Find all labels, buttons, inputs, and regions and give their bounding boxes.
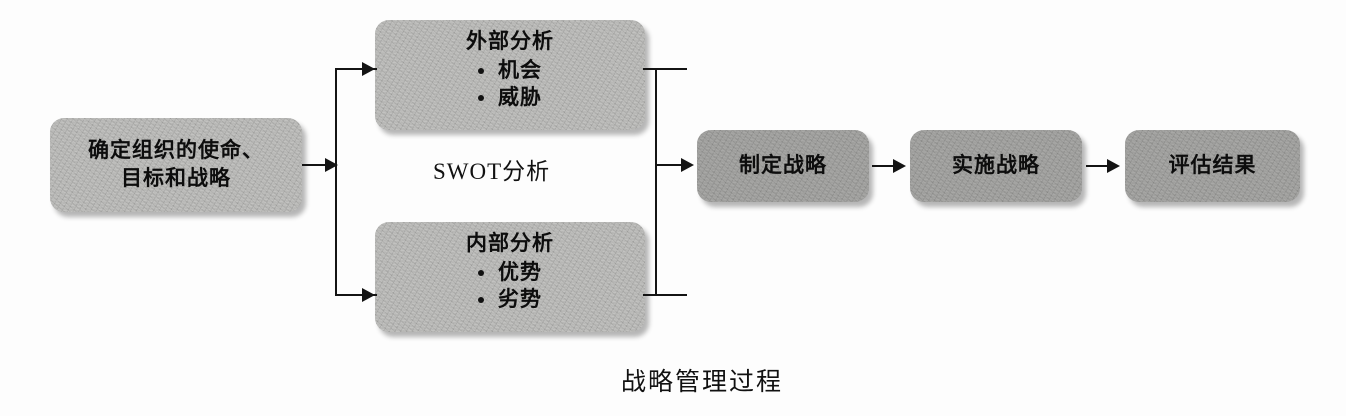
bullet-label: 威胁 bbox=[498, 85, 542, 109]
node-mission-line2: 目标和战略 bbox=[121, 167, 231, 190]
node-implement-strategy: 实施战略 bbox=[910, 130, 1082, 202]
connector-fork-to-internal bbox=[335, 294, 377, 296]
connector-internal-to-merge bbox=[643, 294, 687, 296]
node-internal-title: 内部分析 bbox=[466, 232, 554, 255]
bullet-dot-icon bbox=[478, 270, 484, 277]
node-implement-label: 实施战略 bbox=[952, 153, 1040, 177]
bullet-dot-icon bbox=[478, 94, 484, 101]
connector-external-to-merge bbox=[643, 68, 687, 70]
node-external-analysis: 外部分析 机会 威胁 bbox=[375, 20, 645, 130]
node-evaluate-label: 评估结果 bbox=[1168, 153, 1257, 177]
list-item: 机会 bbox=[478, 58, 542, 84]
bullet-label: 机会 bbox=[498, 59, 542, 83]
bullet-dot-icon bbox=[478, 296, 484, 303]
connector-formulate-to-implement bbox=[872, 165, 898, 167]
arrowhead-into-evaluate bbox=[1107, 159, 1120, 173]
connector-implement-to-evaluate bbox=[1086, 165, 1112, 167]
node-determine-mission: 确定组织的使命、 目标和战略 bbox=[50, 118, 302, 212]
node-formulate-strategy: 制定战略 bbox=[697, 130, 869, 202]
node-formulate-label: 制定战略 bbox=[739, 153, 827, 177]
swot-group-label: SWOT分析 bbox=[433, 159, 551, 184]
list-item: 优势 bbox=[478, 260, 542, 286]
connector-mission-to-fork bbox=[302, 164, 336, 166]
node-internal-bullets: 优势 劣势 bbox=[478, 260, 542, 313]
node-external-title: 外部分析 bbox=[466, 30, 554, 53]
node-internal-analysis: 内部分析 优势 劣势 bbox=[375, 222, 645, 332]
node-external-bullets: 机会 威胁 bbox=[478, 58, 542, 111]
bullet-label: 优势 bbox=[498, 261, 542, 285]
connector-fork-to-external bbox=[335, 68, 377, 70]
arrowhead-into-implement bbox=[893, 159, 906, 173]
node-mission-line1: 确定组织的使命、 bbox=[88, 138, 264, 162]
connector-fork-spine bbox=[335, 68, 337, 296]
node-evaluate-results: 评估结果 bbox=[1125, 130, 1300, 202]
bullet-dot-icon bbox=[478, 68, 484, 75]
bullet-label: 劣势 bbox=[498, 287, 542, 311]
connector-merge-to-formulate bbox=[655, 164, 689, 166]
diagram-caption: 战略管理过程 bbox=[621, 369, 784, 396]
connector-merge-spine bbox=[655, 68, 657, 296]
arrowhead-into-internal bbox=[362, 288, 375, 302]
arrowhead-into-external bbox=[362, 62, 375, 76]
list-item: 威胁 bbox=[478, 85, 542, 111]
arrowhead-into-fork bbox=[325, 158, 338, 172]
list-item: 劣势 bbox=[478, 287, 542, 313]
arrowhead-into-formulate bbox=[681, 158, 694, 172]
